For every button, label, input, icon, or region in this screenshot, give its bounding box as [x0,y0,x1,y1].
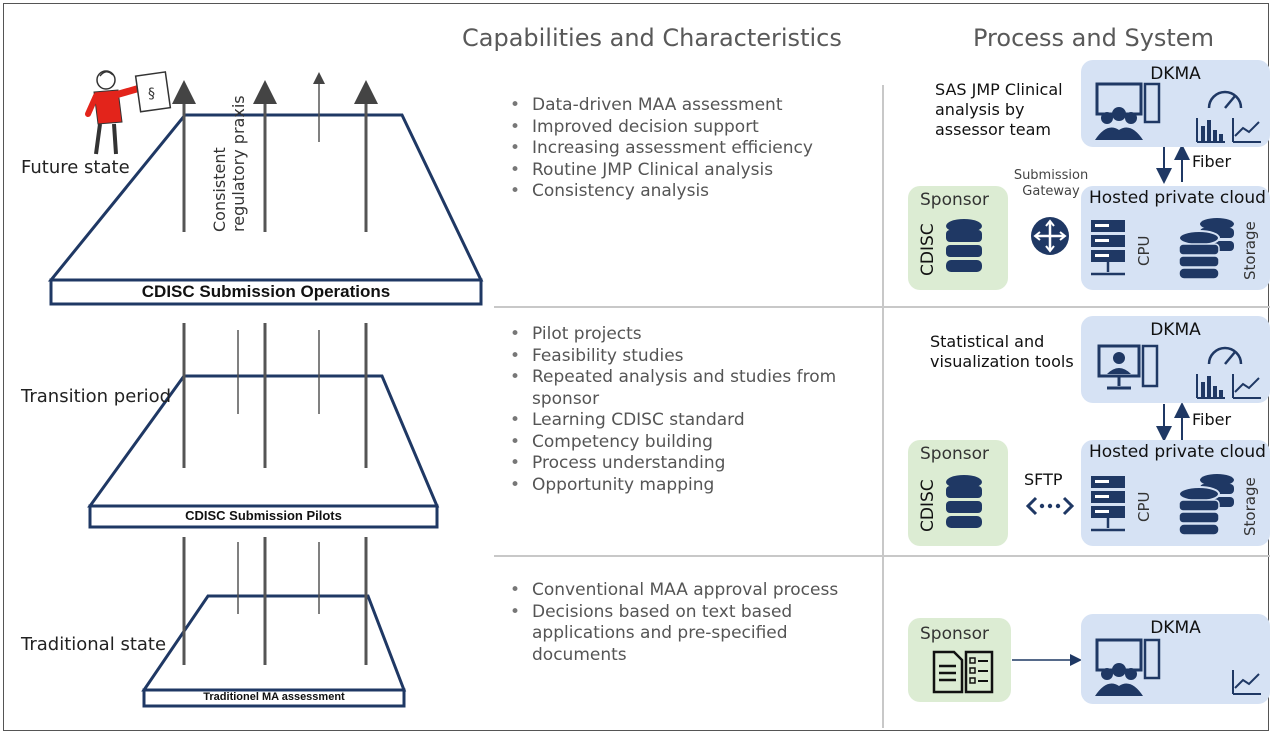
state-label-transition: Transition period [21,386,172,407]
dkma-title: DKMA [1150,320,1201,340]
list-item: Routine JMP Clinical analysis [508,160,813,182]
database-icon [1178,474,1234,536]
presenter-icon: § [85,70,172,155]
platform-pilots [87,374,440,529]
cpu-label: CPU [1135,235,1153,267]
router-icon [1031,217,1069,255]
server-icon [1091,476,1125,532]
list-item: Pilot projects [508,324,868,346]
svg-text:§: § [148,86,155,102]
capabilities-traditional: Conventional MAA approval process Decisi… [508,580,858,666]
list-item: Feasibility studies [508,346,868,368]
person-computer-icon [1097,344,1159,390]
list-item: Consistency analysis [508,181,813,203]
state-label-traditional: Traditional state [21,634,167,655]
dkma-title: DKMA [1150,618,1201,638]
capabilities-future: Data-driven MAA assessment Improved deci… [508,95,813,203]
cpu-label: CPU [1135,491,1153,523]
header-process: Process and System [973,24,1214,52]
transfer-arrows-icon [1026,496,1074,516]
dkma-title: DKMA [1150,64,1201,84]
state-label-future: Future state [21,157,130,178]
poles-traditional [182,537,368,665]
sponsor-box-future: Sponsor CDISC [908,186,1008,290]
sponsor-box-traditional: Sponsor [908,618,1011,702]
platform-label-operations: CDISC Submission Operations [141,282,391,301]
sponsor-box-transition: Sponsor CDISC [908,440,1008,546]
list-item: Data-driven MAA assessment [508,95,813,117]
platform-traditional [141,594,407,708]
cdisc-label: CDISC [918,479,938,532]
platform-operations [47,113,484,306]
header-capabilities: Capabilities and Characteristics [462,24,842,52]
document-checklist-icon [932,650,994,694]
list-item: Repeated analysis and studies from spons… [508,367,868,410]
list-item: Increasing assessment efficiency [508,138,813,160]
dkma-box-future: DKMA [1081,60,1270,147]
list-item: Competency building [508,432,868,454]
list-item: Process understanding [508,453,868,475]
server-icon [1091,220,1125,276]
arrows-future [172,72,378,232]
trend-chart-icon [1232,670,1261,695]
capabilities-transition: Pilot projects Feasibility studies Repea… [508,324,868,496]
database-icon [1178,218,1234,280]
list-item: Improved decision support [508,117,813,139]
fiber-label-future: Fiber [1192,152,1232,171]
process-note-transition: Statistical and visualization tools [930,332,1074,371]
list-item: Opportunity mapping [508,475,868,497]
people-computer-icon [1095,638,1161,696]
poles-transition [182,323,368,468]
people-computer-icon [1095,82,1161,140]
cloud-box-transition: Hosted private cloud CPU Storage [1081,440,1270,546]
fiber-label-transition: Fiber [1192,410,1232,429]
sftp-label: SFTP [1024,470,1063,489]
dkma-box-traditional: DKMA [1081,614,1270,704]
gateway-label: Submission Gateway [1013,168,1089,199]
storage-label: Storage [1241,477,1259,536]
list-item: Decisions based on text based applicatio… [508,602,858,667]
dkma-box-transition: DKMA [1081,316,1270,403]
database-icon [946,219,982,272]
fiber-arrows-transition [1156,402,1190,442]
storage-label: Storage [1241,221,1259,280]
fiber-arrows-future [1156,144,1190,184]
database-icon [946,475,982,528]
platform-label-pilots: CDISC Submission Pilots [185,508,342,523]
cloud-box-future: Hosted private cloud CPU Storage [1081,186,1270,290]
gauge-chart-icon [1196,90,1261,143]
cloud-title: Hosted private cloud [1089,442,1266,462]
list-item: Conventional MAA approval process [508,580,858,602]
list-item: Learning CDISC standard [508,410,868,432]
cdisc-label: CDISC [918,223,938,276]
process-note-future: SAS JMP Clinical analysis by assessor te… [935,80,1063,139]
vertical-label: Consistent regulatory praxis [210,95,248,232]
platform-label-traditional: Traditionel MA assessment [203,691,345,703]
cloud-title: Hosted private cloud [1089,188,1266,208]
gauge-chart-icon [1196,346,1261,399]
